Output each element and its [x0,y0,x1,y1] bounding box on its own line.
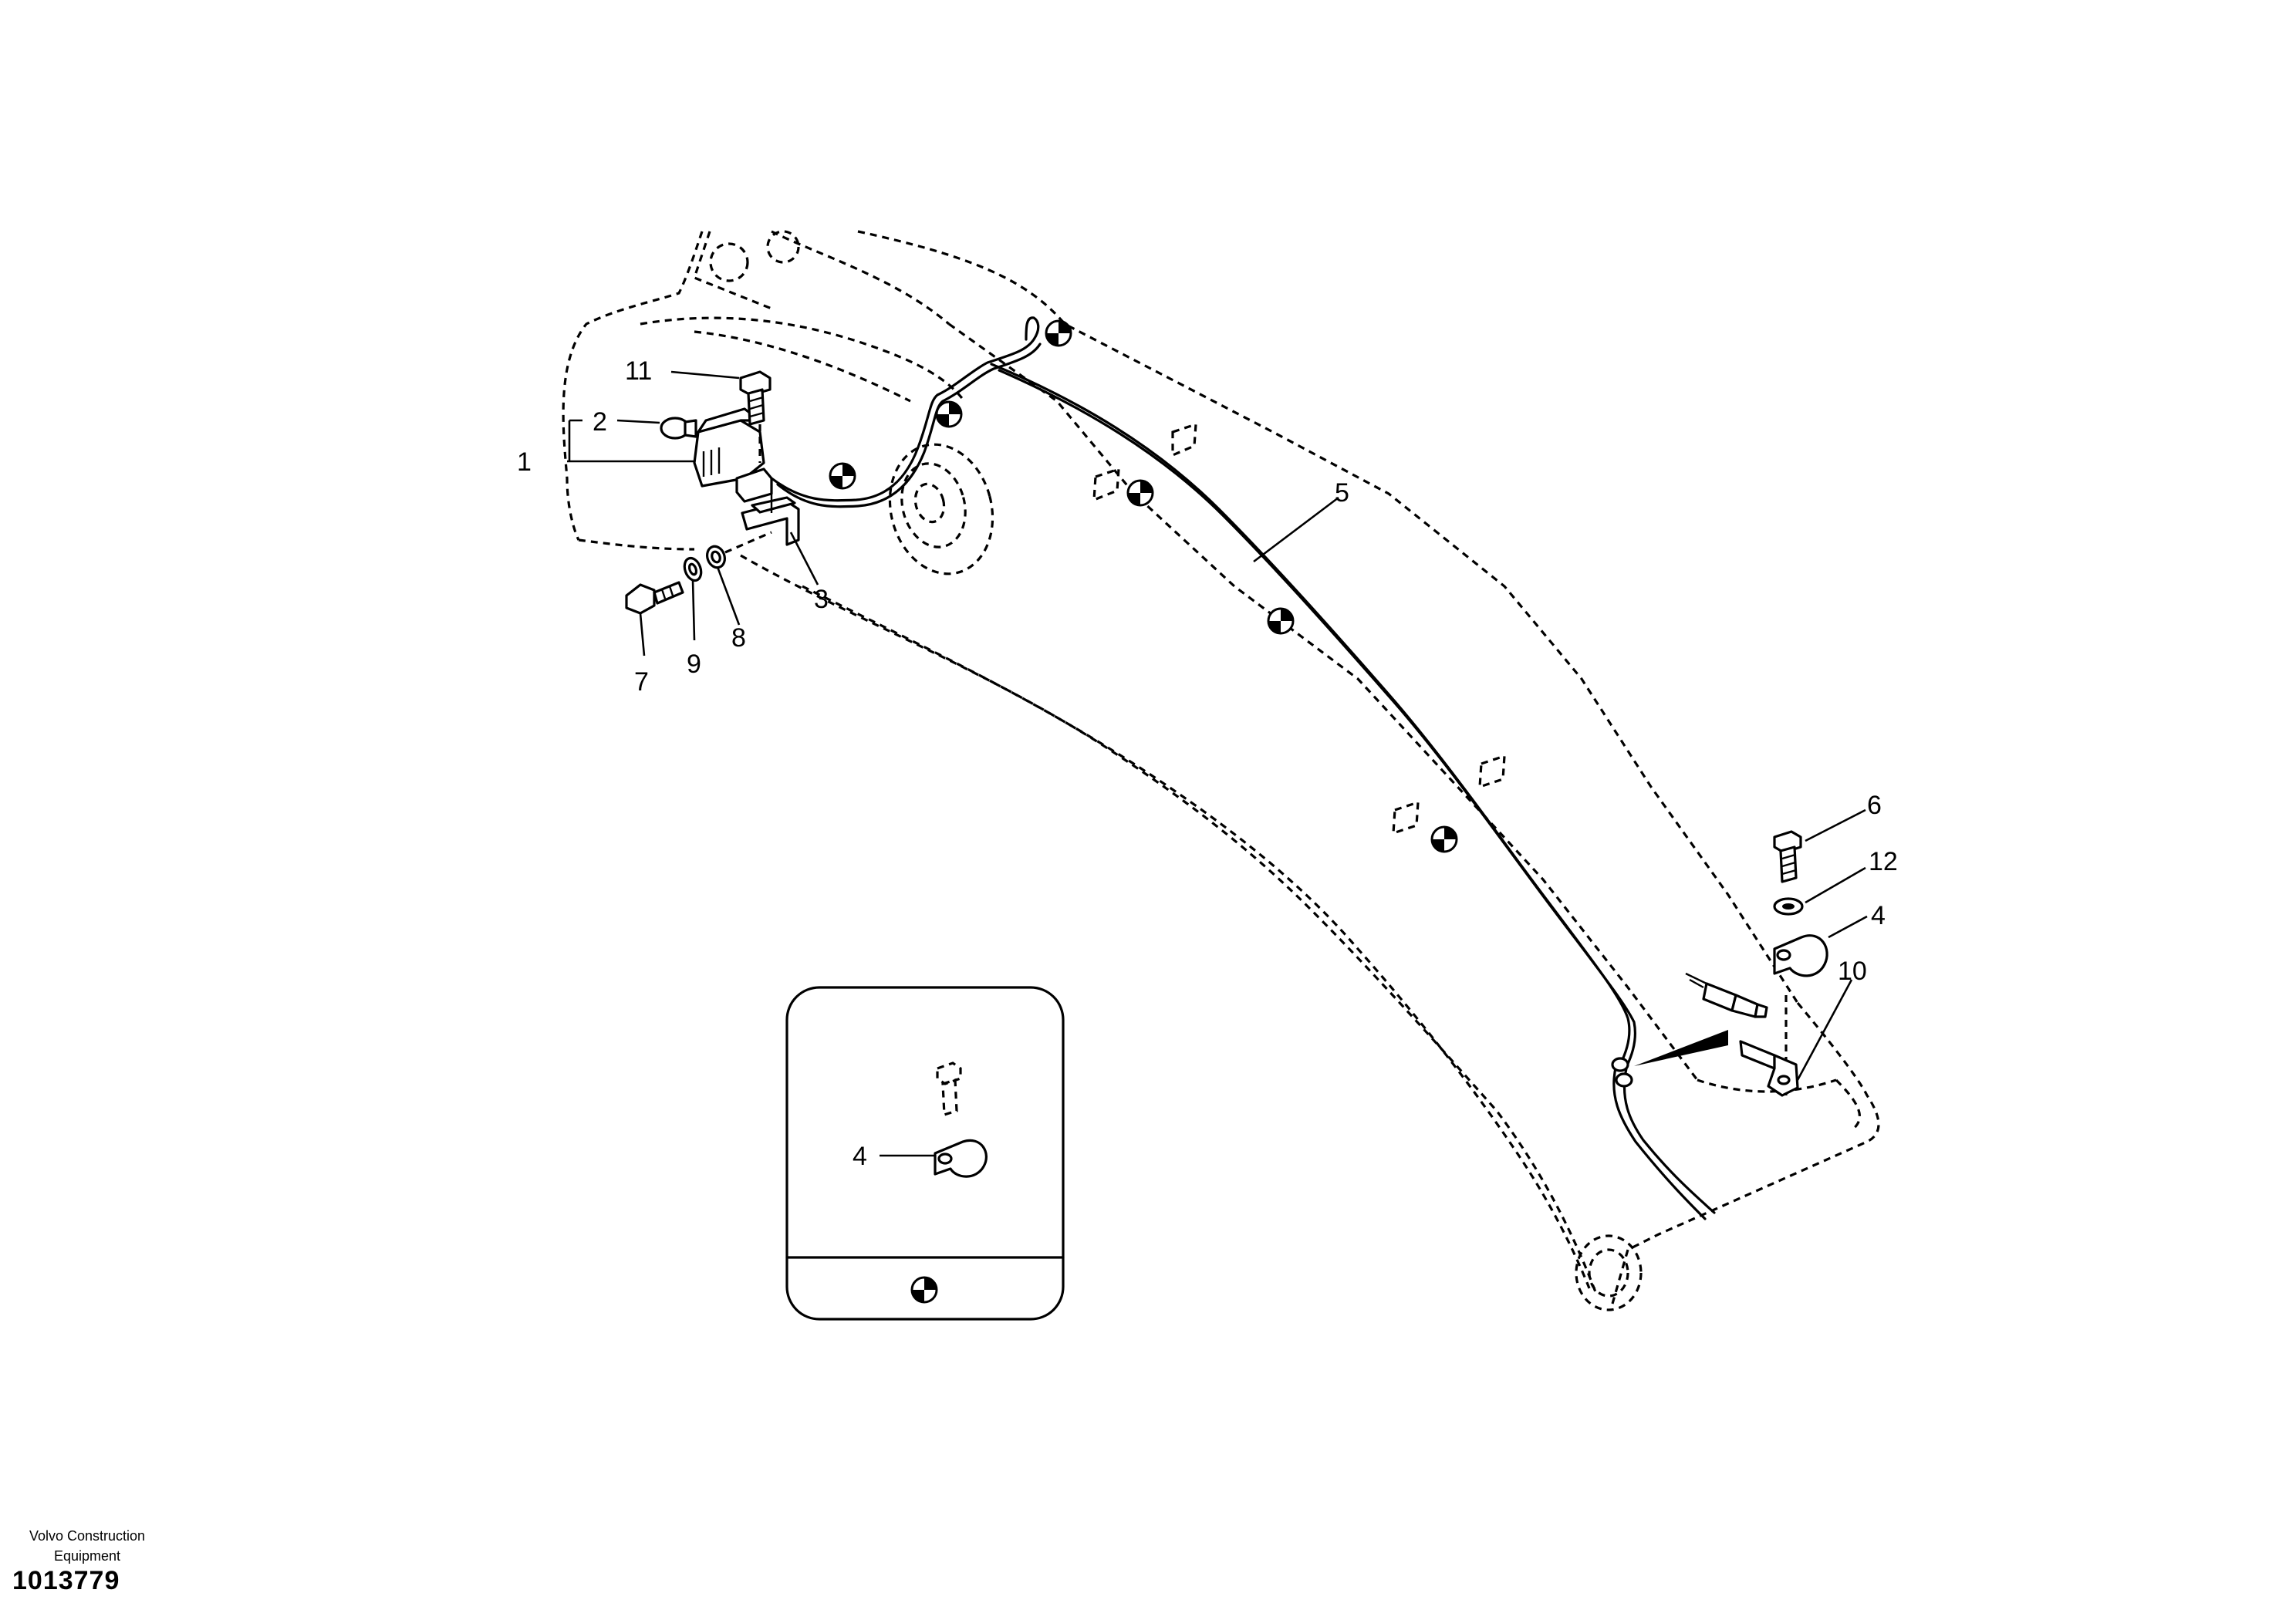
callout-12: 12 [1869,847,1898,876]
callout-7: 7 [634,667,649,697]
boom-outline [562,230,1880,1311]
nut [706,545,726,569]
clip-washer [1773,897,1804,916]
pointer-wedge [1634,1030,1728,1066]
cable-clip [1773,934,1828,977]
brand-line-2: Equipment [53,1548,121,1564]
callout-6: 6 [1867,791,1882,820]
callout-4: 4 [1871,901,1886,930]
brand-caption: Volvo Construction Equipment [6,1526,168,1566]
lamp-bracket [741,494,800,546]
leader-lines [567,370,1868,1157]
callout-2: 2 [593,407,607,437]
callout-8: 8 [731,623,746,653]
work-lamp [693,407,773,503]
callout-11: 11 [625,356,652,386]
lock-washer [683,556,703,582]
brand-line-1: Volvo Construction [29,1528,146,1544]
bolt-lower [625,581,684,615]
cable-harness [770,316,1716,1220]
clip-screw [1773,830,1802,883]
callout-labels: 1 2 11 3 7 9 8 5 6 12 4 10 4 [517,356,1898,1171]
ground-terminal [1739,1040,1799,1097]
connector-plug [1685,972,1768,1018]
callout-4-detail: 4 [853,1142,867,1171]
callout-10: 10 [1838,957,1867,986]
callout-1: 1 [517,447,532,477]
lamp-bulb [660,417,697,440]
callout-5: 5 [1335,478,1349,508]
callout-9: 9 [687,650,701,679]
screw-top [739,370,772,463]
detail-inset [785,986,1065,1321]
callout-3: 3 [814,585,829,614]
reference-number: 1013779 [12,1566,120,1595]
